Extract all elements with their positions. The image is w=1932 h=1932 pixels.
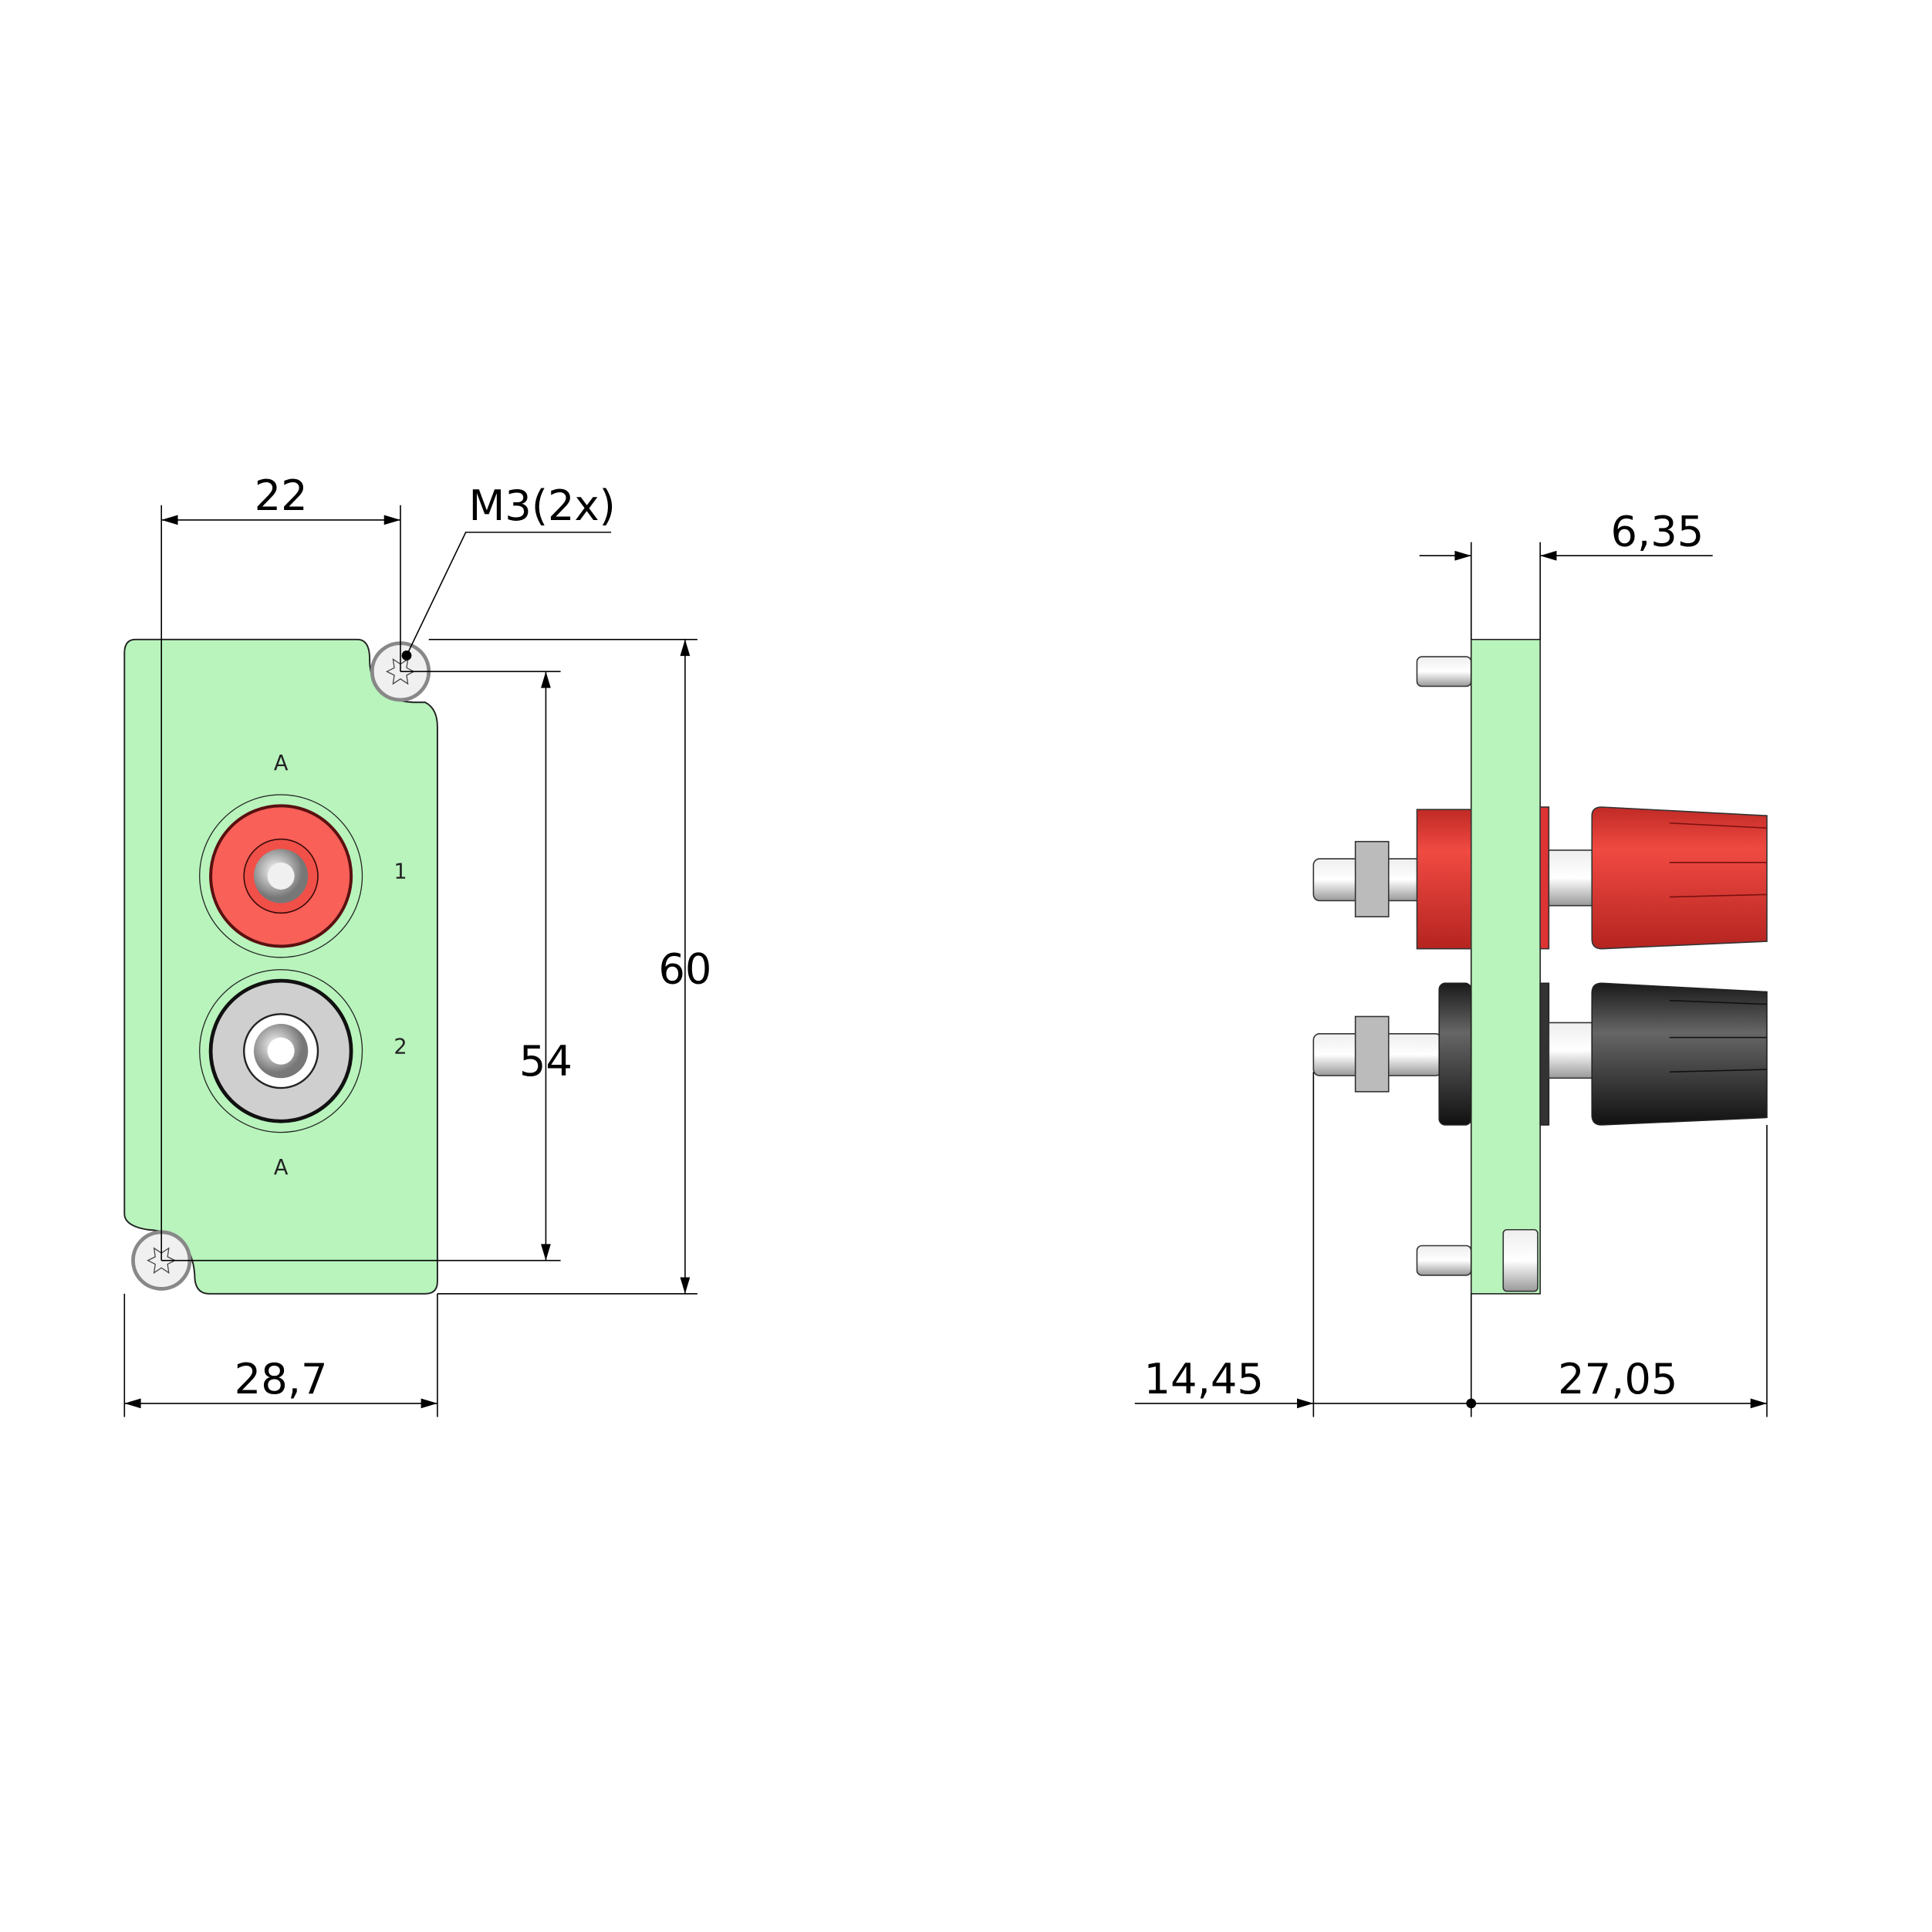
label-a-top: A — [274, 752, 289, 775]
torx-icon — [147, 1247, 177, 1274]
front-plate — [123, 638, 438, 1295]
dim-width: 28,7 — [235, 1355, 328, 1403]
dim-front-depth: 27,05 — [1558, 1355, 1677, 1403]
red-jack-front — [199, 794, 363, 958]
dim-hole-spacing-x: 22 — [255, 471, 308, 520]
screw-head-side — [1502, 1228, 1539, 1292]
black-jack-front — [199, 969, 363, 1133]
pin-top — [1416, 656, 1472, 687]
pin-bottom — [1416, 1245, 1472, 1276]
label-a-bottom: A — [274, 1156, 289, 1180]
side-view: 6,35 14,45 27,05 — [1134, 507, 1768, 1417]
dim-thickness: 6,35 — [1610, 507, 1704, 556]
dim-rear-depth: 14,45 — [1144, 1355, 1264, 1403]
black-jack-side — [1312, 982, 1768, 1126]
red-jack-side — [1312, 806, 1768, 950]
label-jack-1: 1 — [393, 860, 407, 884]
dim-hole-spacing-y: 54 — [519, 1037, 573, 1086]
dim-height: 60 — [658, 944, 711, 993]
label-jack-2: 2 — [393, 1035, 407, 1059]
dim-thread: M3(2x) — [468, 481, 615, 530]
side-plate — [1470, 639, 1541, 1295]
front-view: A A 1 2 22 M3(2x) 60 54 28,7 — [123, 471, 711, 1417]
